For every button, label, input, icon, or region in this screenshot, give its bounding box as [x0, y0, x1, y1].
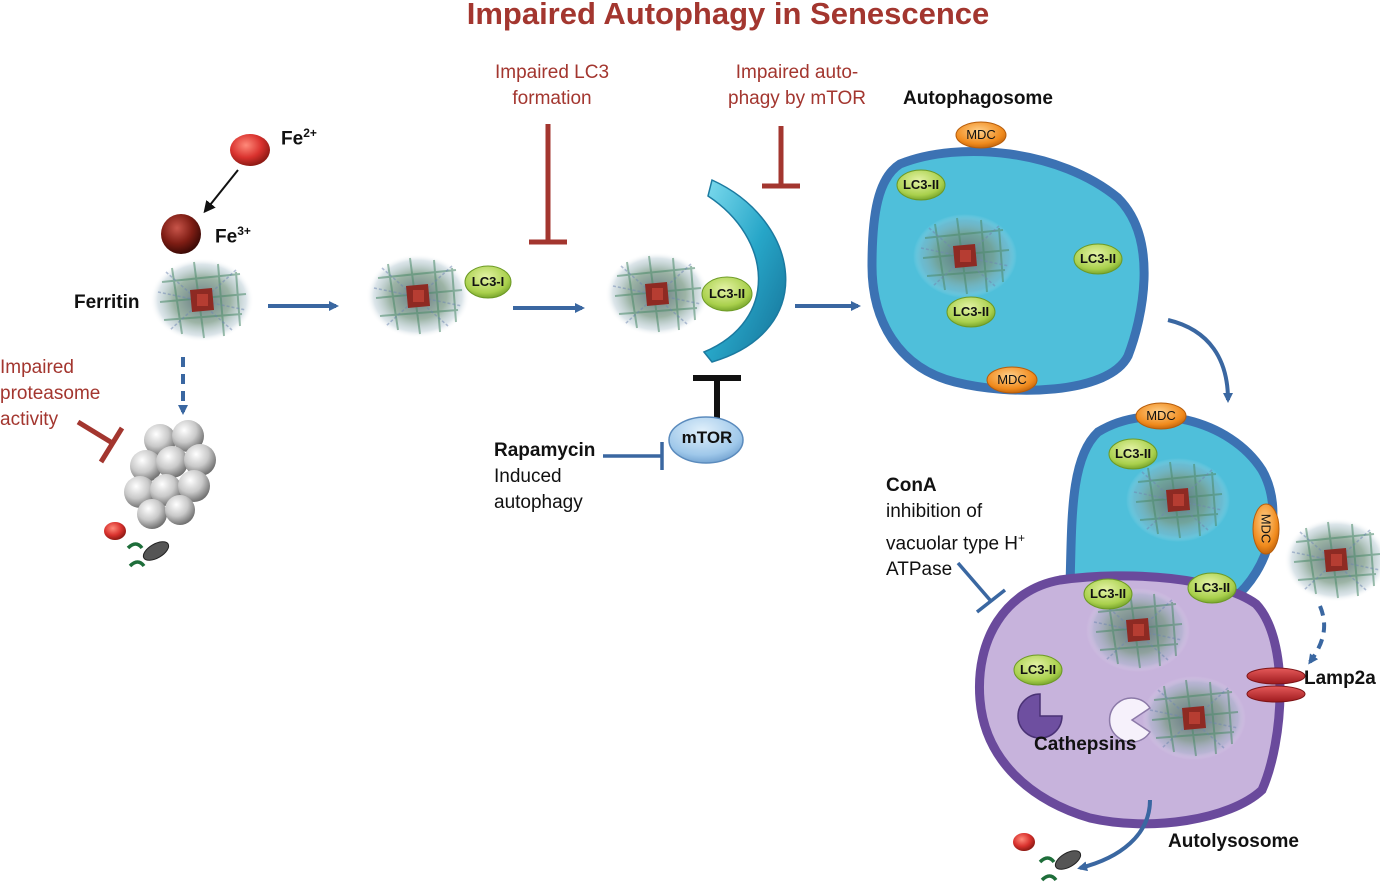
- diagram-title: Impaired Autophagy in Senescence: [466, 0, 990, 31]
- mdc-marker-top: [955, 121, 1007, 149]
- cona-inhibition-line: [956, 561, 992, 602]
- impaired-lc3-label: Impaired LC3 formation: [494, 62, 610, 109]
- autolysosome-label: Autolysosome: [1168, 831, 1299, 852]
- mtor-label: mTOR: [681, 428, 733, 447]
- cathepsin-enzyme-dark: [1017, 693, 1063, 739]
- lamp2a-channel-top: [1246, 667, 1306, 685]
- ferritin-complex-3: [604, 251, 710, 337]
- proteasome-icon: [124, 420, 216, 529]
- fe2-label: Fe2+: [281, 126, 317, 150]
- fragment-arcs-2: [1038, 856, 1058, 882]
- cona-label: ConA inhibition of vacuolar type H+ ATPa…: [886, 475, 1026, 581]
- mtor-node: [668, 416, 744, 464]
- impaired-mtor-label: Impaired auto- phagy by mTOR: [728, 62, 866, 109]
- fragment-arcs-1: [126, 542, 146, 568]
- phagophore-membrane: [702, 178, 787, 363]
- released-fe-ion-2: [1013, 833, 1035, 851]
- lc3-ii-autolysosome-3: [1013, 654, 1063, 686]
- ferritin-in-fusing-autophagosome: [1125, 457, 1231, 543]
- ferritin-complex-2: [365, 253, 471, 339]
- lamp2a-label: Lamp2a: [1304, 668, 1376, 689]
- rapamycin-label: Rapamycin Induced autophagy: [494, 440, 596, 513]
- lc3-ii-fusion-1: [1108, 438, 1158, 470]
- lamp2a-channel-bottom: [1246, 685, 1306, 703]
- mdc-marker-fusion-top: [1135, 402, 1187, 430]
- cathepsin-enzyme-light: [1108, 697, 1152, 743]
- proteasome-inhibition-bar: [98, 426, 125, 464]
- peptide-fragment-1: [142, 541, 170, 561]
- ferritin-in-autolysosome-2: [1141, 675, 1247, 761]
- lc3-ii-autophagosome-2: [1073, 243, 1123, 275]
- autophagosome-label: Autophagosome: [903, 88, 1053, 109]
- fe2-ion: [230, 134, 270, 166]
- released-fe-ion-1: [104, 522, 126, 540]
- mdc-marker-bottom: [986, 366, 1038, 394]
- ferritin-in-autophagosome: [912, 213, 1018, 299]
- lamp2a-dashed-arrow: [1308, 605, 1327, 665]
- ferritin-cytosolic: [1283, 517, 1380, 603]
- ferritin-label: Ferritin: [74, 292, 140, 313]
- cathepsins-label: Cathepsins: [1034, 734, 1137, 755]
- fe3-label: Fe3+: [215, 224, 251, 248]
- proteasome-inhibition-line: [76, 419, 116, 447]
- mdc-marker-fusion-side: [1252, 503, 1280, 555]
- cona-inhibition-bar: [975, 588, 1007, 614]
- fe3-ion: [161, 214, 201, 254]
- impaired-proteasome-label: Impaired proteasome activity: [0, 357, 101, 430]
- lc3-ii-autophagosome-3: [946, 296, 996, 328]
- arrow-to-fusion: [1167, 318, 1233, 403]
- fe-oxidation-arrow: [203, 169, 239, 214]
- lc3-ii-autolysosome-2: [1187, 572, 1237, 604]
- lc3-i-tag: [464, 265, 512, 299]
- peptide-fragment-2: [1054, 850, 1082, 870]
- lc3-ii-tag-phagophore: [701, 276, 753, 312]
- arrow-degradation-output: [1077, 799, 1152, 872]
- lc3-ii-autolysosome-1: [1083, 578, 1133, 610]
- lc3-ii-autophagosome-1: [896, 169, 946, 201]
- ferritin-complex-1: [149, 257, 255, 343]
